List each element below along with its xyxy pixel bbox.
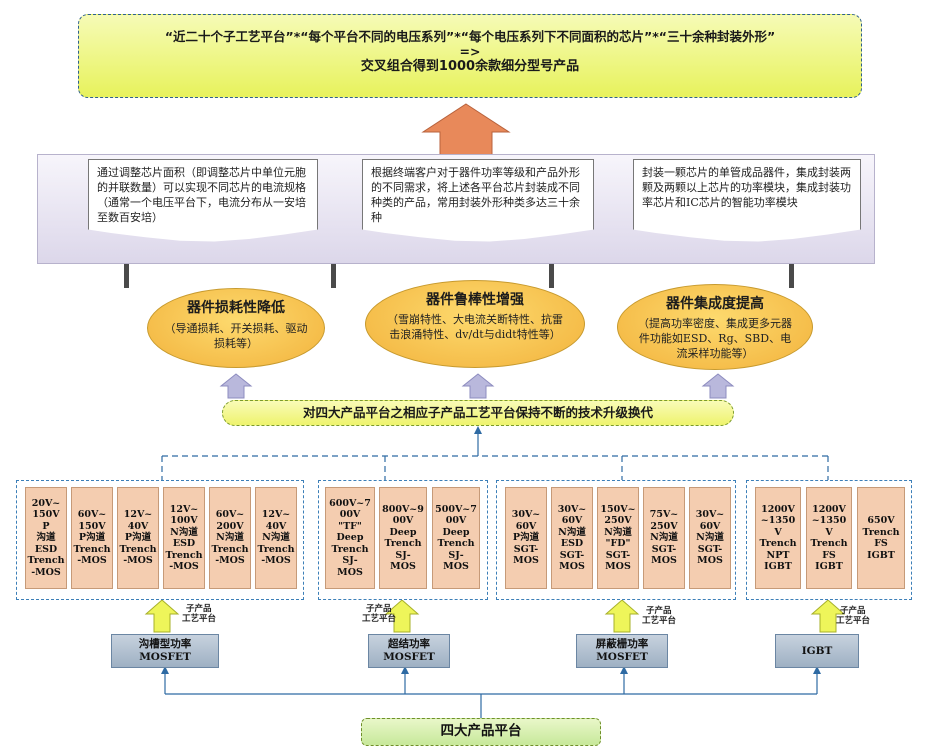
group-igbt: 1200V ~1350 V Trench NPT IGBT 1200V ~135… xyxy=(746,480,912,600)
ellipse-title: 器件鲁棒性增强 xyxy=(426,292,524,308)
summary-arrow-line: => xyxy=(459,44,481,59)
ellipse-integration: 器件集成度提高 （提高功率密度、集成更多元器件功能如ESD、Rg、SBD、电流采… xyxy=(617,284,813,370)
process-cell: 500V~7 00V Deep Trench SJ- MOS xyxy=(432,487,480,589)
note-text: 封装一颗芯片的单管成品器件，集成封装两颗及两颗以上芯片的功率模块，集成封装功率芯… xyxy=(642,166,851,209)
process-cell: 1200V ~1350 V Trench FS IGBT xyxy=(806,487,852,589)
platform-type: MOSFET xyxy=(596,651,648,663)
note-text: 通过调整芯片面积（即调整芯片中单位元胞的并联数量）可以实现不同芯片的电流规格（通… xyxy=(97,166,306,224)
process-cell: 650V Trench FS IGBT xyxy=(857,487,905,589)
ellipse-desc: （提高功率密度、集成更多元器件功能如ESD、Rg、SBD、电流采样功能等） xyxy=(638,317,792,360)
process-cell: 60V~ 200V N沟道 Trench -MOS xyxy=(209,487,251,589)
platform-name: 屏蔽栅功率 xyxy=(595,638,649,650)
big-up-arrow xyxy=(421,103,511,157)
sub-platform-label: 子产品工艺平台 xyxy=(836,606,871,626)
ellipse-loss-reduction: 器件损耗性降低 （导通损耗、开关损耗、驱动损耗等） xyxy=(147,288,325,368)
process-cell: 800V~9 00V Deep Trench SJ- MOS xyxy=(379,487,427,589)
note-chip-area: 通过调整芯片面积（即调整芯片中单位元胞的并联数量）可以实现不同芯片的电流规格（通… xyxy=(88,159,318,242)
ellipse-title: 器件集成度提高 xyxy=(666,296,764,312)
ellipse-title: 器件损耗性降低 xyxy=(187,300,285,316)
sub-platform-label: 子产品工艺平台 xyxy=(362,604,397,624)
ellipse-robustness: 器件鲁棒性增强 （雪崩特性、大电流关断特性、抗雷击浪涌特性、dv/dt与didt… xyxy=(365,280,585,368)
process-cell: 20V~ 150V P 沟道 ESD Trench -MOS xyxy=(25,487,67,589)
summary-line-1: “近二十个子工艺平台”*“每个平台不同的电压系列”*“每个电压系列下不同面积的芯… xyxy=(164,29,776,44)
platform-igbt: IGBT xyxy=(775,634,859,668)
tech-upgrade-bar: 对四大产品平台之相应子产品工艺平台保持不断的技术升级换代 xyxy=(222,400,734,426)
note-text: 根据终端客户对于器件功率等级和产品外形的不同需求，将上述各平台芯片封装成不同种类… xyxy=(371,166,580,224)
summary-box: “近二十个子工艺平台”*“每个平台不同的电压系列”*“每个电压系列下不同面积的芯… xyxy=(78,14,862,98)
process-cell: 12V~ 100V N沟道 ESD Trench -MOS xyxy=(163,487,205,589)
group-superjunction-mosfet: 600V~7 00V "TF" Deep Trench SJ- MOS 800V… xyxy=(318,480,488,600)
yellow-up-arrows xyxy=(144,599,846,633)
process-cell: 30V~ 60V P沟道 SGT- MOS xyxy=(505,487,547,589)
process-cell: 150V~ 250V N沟道 "FD" SGT- MOS xyxy=(597,487,639,589)
group-sgt-mosfet: 30V~ 60V P沟道 SGT- MOS 30V~ 60V N沟道 ESD S… xyxy=(496,480,736,600)
process-cell: 75V~ 250V N沟道 SGT- MOS xyxy=(643,487,685,589)
process-cell: 12V~ 40V P沟道 Trench -MOS xyxy=(117,487,159,589)
sub-platform-label: 子产品工艺平台 xyxy=(182,604,217,624)
process-cell: 600V~7 00V "TF" Deep Trench SJ- MOS xyxy=(325,487,375,589)
four-platforms-box: 四大产品平台 xyxy=(361,718,601,746)
summary-line-3: 交叉组合得到1000余款细分型号产品 xyxy=(360,59,580,74)
note-packaging: 根据终端客户对于器件功率等级和产品外形的不同需求，将上述各平台芯片封装成不同种类… xyxy=(362,159,594,242)
platform-type: MOSFET xyxy=(383,651,435,663)
sub-platform-label: 子产品工艺平台 xyxy=(642,606,677,626)
process-cell: 30V~ 60V N沟道 SGT- MOS xyxy=(689,487,731,589)
group-trench-mosfet: 20V~ 150V P 沟道 ESD Trench -MOS 60V~ 150V… xyxy=(16,480,304,600)
process-cell: 30V~ 60V N沟道 ESD SGT- MOS xyxy=(551,487,593,589)
note-integration: 封装一颗芯片的单管成品器件，集成封装两颗及两颗以上芯片的功率模块，集成封装功率芯… xyxy=(633,159,861,242)
ellipse-desc: （导通损耗、开关损耗、驱动损耗等） xyxy=(164,322,308,350)
platform-name: 超结功率 xyxy=(388,638,430,650)
platform-name: IGBT xyxy=(801,645,833,657)
platform-name: 沟槽型功率 xyxy=(138,638,192,650)
lavender-up-arrows xyxy=(219,373,735,399)
process-cell: 60V~ 150V P沟道 Trench -MOS xyxy=(71,487,113,589)
platform-type: MOSFET xyxy=(139,651,191,663)
ellipse-desc: （雪崩特性、大电流关断特性、抗雷击浪涌特性、dv/dt与didt特性等） xyxy=(387,313,563,341)
process-cell: 12V~ 40V N沟道 Trench -MOS xyxy=(255,487,297,589)
process-cell: 1200V ~1350 V Trench NPT IGBT xyxy=(755,487,801,589)
